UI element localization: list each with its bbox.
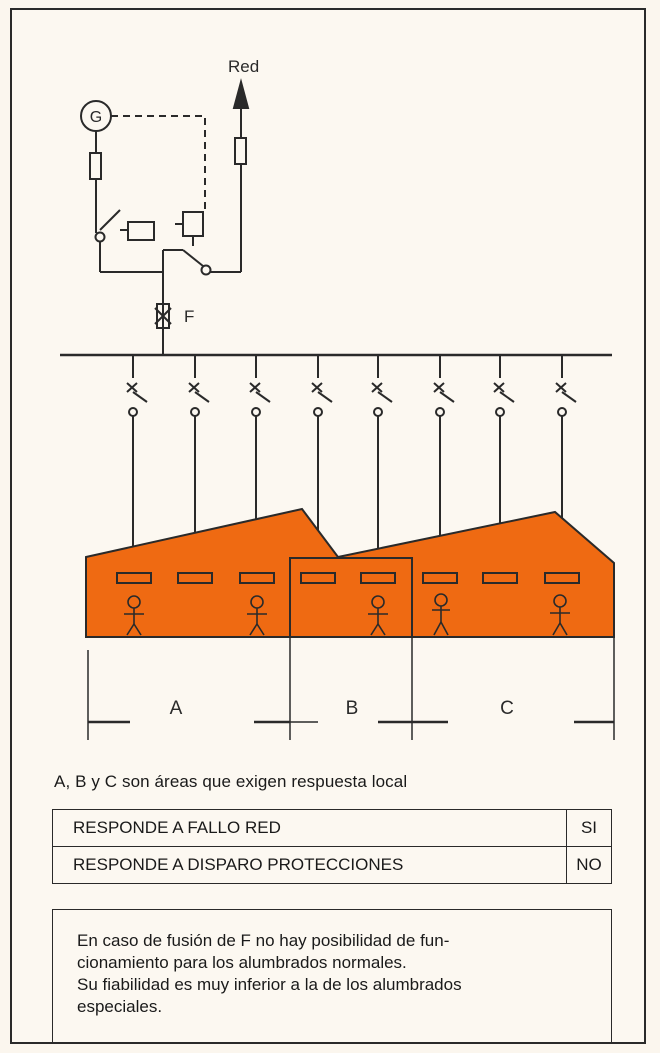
feeder-5: [371, 355, 393, 573]
response-table: RESPONDE A FALLO RED SI RESPONDE A DISPA…: [52, 809, 612, 884]
row-value: SI: [566, 809, 612, 847]
person-icon: [247, 595, 267, 636]
generator-branch: [89, 131, 163, 273]
row-label: RESPONDE A DISPARO PROTECCIONES: [52, 846, 567, 884]
interlock-dashed-line: [111, 115, 206, 210]
person-figures: [124, 593, 570, 636]
figure-caption: A, B y C son áreas que exigen respuesta …: [54, 772, 408, 791]
zone-b-outline: [289, 557, 413, 638]
luminaire: [422, 572, 458, 584]
network-arrow: [232, 78, 250, 109]
luminaire: [239, 572, 275, 584]
person-icon: [432, 593, 450, 636]
fuse-f: [154, 272, 172, 355]
luminaire: [482, 572, 518, 584]
fuse-label: F: [184, 307, 194, 326]
person-icon: [368, 595, 388, 636]
luminaire: [300, 572, 336, 584]
zone-dimensions: [87, 637, 615, 740]
luminaires: [116, 572, 580, 584]
network-branch: [162, 108, 247, 276]
electrical-diagram: G Red: [60, 57, 615, 740]
note-line: cionamiento para los alumbrados normales…: [77, 953, 407, 972]
note-line: En caso de fusión de F no hay posibilida…: [77, 931, 450, 950]
note-line: especiales.: [77, 997, 163, 1016]
table-row: RESPONDE A FALLO RED SI: [52, 809, 612, 847]
table-row: RESPONDE A DISPARO PROTECCIONES NO: [52, 846, 612, 884]
feeder-1: [126, 355, 148, 573]
zone-label-b: B: [346, 698, 359, 719]
luminaire: [177, 572, 213, 584]
zone-label-c: C: [500, 698, 514, 719]
person-icon: [550, 594, 570, 636]
luminaire: [116, 572, 152, 584]
luminaire: [360, 572, 396, 584]
network-label: Red: [228, 57, 259, 76]
row-label: RESPONDE A FALLO RED: [52, 809, 567, 847]
zone-label-a: A: [170, 698, 183, 719]
generator-label: G: [90, 109, 102, 126]
building-area: [85, 507, 615, 638]
note-box: En caso de fusión de F no hay posibilida…: [52, 909, 612, 1043]
luminaire: [544, 572, 580, 584]
row-value: NO: [566, 846, 612, 884]
person-icon: [124, 595, 144, 636]
note-line: Su fiabilidad es muy inferior a la de lo…: [77, 975, 462, 994]
